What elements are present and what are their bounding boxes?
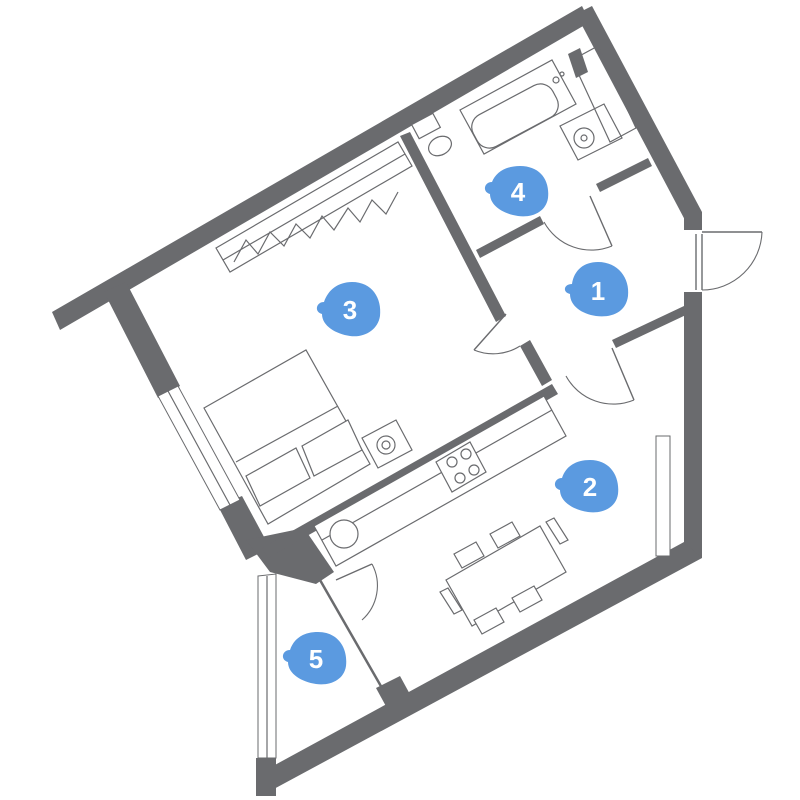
wall-balcony-divider bbox=[318, 579, 384, 689]
room-label-4: 4 bbox=[511, 177, 526, 207]
room-marker-3[interactable]: 3 bbox=[316, 282, 381, 337]
exterior-walls bbox=[52, 6, 702, 796]
windows bbox=[157, 385, 671, 759]
kitchen-sink bbox=[329, 519, 359, 549]
kitchen-furniture bbox=[313, 395, 569, 635]
wall-hall-kitchen bbox=[612, 306, 688, 348]
room-marker-2[interactable]: 2 bbox=[554, 460, 619, 513]
room-label-1: 1 bbox=[591, 276, 605, 306]
nightstand bbox=[361, 419, 413, 469]
sink bbox=[559, 103, 623, 161]
wall-entrance-top bbox=[684, 212, 702, 230]
wall-bath-hall-1 bbox=[476, 216, 544, 258]
door-bathroom bbox=[543, 195, 613, 251]
door-entrance bbox=[695, 231, 763, 291]
cooktop bbox=[435, 441, 487, 493]
wall-pillar bbox=[246, 528, 334, 584]
wall-bedroom-hall bbox=[520, 340, 552, 386]
dining-table bbox=[439, 517, 569, 635]
door-kitchen bbox=[565, 347, 635, 405]
wall-top-right bbox=[576, 6, 702, 222]
wall-bath-hall-2 bbox=[596, 158, 652, 192]
wall-bedroom-bath bbox=[400, 132, 506, 322]
wall-pillar-bottom bbox=[376, 676, 412, 710]
kitchen-counter bbox=[313, 395, 567, 567]
bathtub bbox=[459, 59, 577, 155]
room-label-2: 2 bbox=[583, 472, 597, 502]
room-label-5: 5 bbox=[309, 644, 323, 674]
room-markers: 1 2 3 4 5 bbox=[282, 166, 629, 685]
window-kitchen bbox=[655, 435, 671, 557]
wall-top bbox=[52, 6, 590, 330]
room-marker-1[interactable]: 1 bbox=[564, 262, 629, 317]
wall-right bbox=[684, 292, 702, 558]
washing-machine bbox=[568, 45, 637, 143]
wardrobe bbox=[215, 141, 413, 273]
room-marker-4[interactable]: 4 bbox=[484, 166, 549, 217]
doors bbox=[335, 195, 763, 621]
wall-left-upper bbox=[104, 282, 180, 398]
door-bedroom bbox=[473, 313, 521, 355]
wall-bottom-left bbox=[256, 758, 276, 796]
door-balcony bbox=[335, 563, 378, 621]
toilet bbox=[410, 112, 453, 157]
bed bbox=[203, 349, 371, 525]
bathroom-fixtures bbox=[410, 45, 637, 161]
room-marker-5[interactable]: 5 bbox=[282, 632, 347, 685]
wall-bottom bbox=[262, 542, 702, 790]
room-label-3: 3 bbox=[343, 295, 357, 325]
bedroom-furniture bbox=[203, 141, 413, 525]
